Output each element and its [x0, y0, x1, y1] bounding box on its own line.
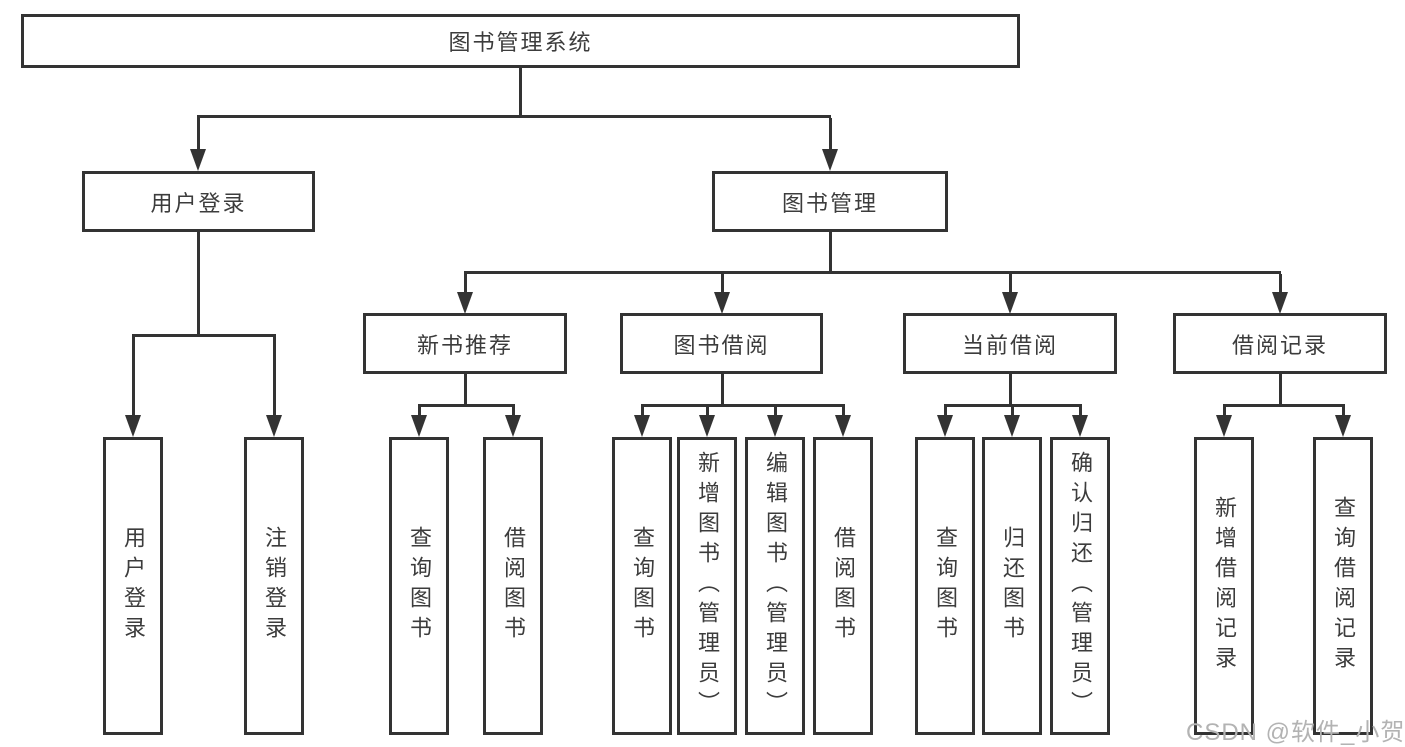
leaf-logout: 注销登录	[244, 437, 304, 735]
arrow-to-current-borrow	[1002, 274, 1018, 314]
arrow-records-query	[1335, 407, 1351, 437]
arrow-to-borrow-records	[1272, 274, 1288, 314]
node-new-book-recommend: 新书推荐	[363, 313, 567, 374]
node-borrow-records: 借阅记录	[1173, 313, 1387, 374]
connector-user-login-rail	[131, 334, 276, 337]
connector-borrow-rail	[640, 404, 845, 407]
connector-current-rail	[943, 404, 1082, 407]
node-root-library-system: 图书管理系统	[21, 14, 1020, 68]
connector-user-login-stem	[196, 232, 200, 336]
leaf-query-books-recommend: 查询图书	[389, 437, 449, 735]
leaf-confirm-return-admin: 确认归还（管理员）	[1050, 437, 1110, 735]
arrow-records-add	[1216, 407, 1232, 437]
arrow-to-leaf-user-login	[125, 337, 141, 437]
leaf-return-books: 归还图书	[982, 437, 1042, 735]
arrow-recommend-query	[411, 407, 427, 437]
node-book-borrow: 图书借阅	[620, 313, 823, 374]
leaf-edit-books-admin: 编辑图书（管理员）	[745, 437, 805, 735]
connector-recommend-stem	[463, 374, 467, 407]
arrow-borrow-edit	[767, 407, 783, 437]
leaf-borrow-books: 借阅图书	[813, 437, 873, 735]
leaf-add-borrow-record: 新增借阅记录	[1194, 437, 1254, 735]
arrow-current-return	[1004, 407, 1020, 437]
connector-root-stem	[518, 68, 522, 118]
connector-records-rail	[1222, 404, 1345, 407]
arrow-borrow-query	[634, 407, 650, 437]
leaf-query-books-borrow: 查询图书	[612, 437, 672, 735]
leaf-borrow-books-recommend: 借阅图书	[483, 437, 543, 735]
arrow-recommend-borrow	[505, 407, 521, 437]
arrow-to-leaf-logout	[266, 337, 282, 437]
node-current-borrow: 当前借阅	[903, 313, 1117, 374]
connector-book-mgmt-rail	[463, 271, 1281, 274]
arrow-current-confirm	[1072, 407, 1088, 437]
leaf-query-borrow-record: 查询借阅记录	[1313, 437, 1373, 735]
node-user-login: 用户登录	[82, 171, 315, 232]
csdn-watermark: CSDN @软件_小贺同学	[1186, 719, 1405, 746]
connector-borrow-stem	[720, 374, 724, 407]
connector-level1-rail	[196, 115, 831, 118]
node-book-management: 图书管理	[712, 171, 948, 232]
connector-records-stem	[1278, 374, 1282, 407]
arrow-borrow-add	[699, 407, 715, 437]
arrow-to-book-management	[822, 118, 838, 171]
leaf-query-books-current: 查询图书	[915, 437, 975, 735]
leaf-user-login: 用户登录	[103, 437, 163, 735]
connector-current-stem	[1008, 374, 1012, 407]
leaf-add-books-admin: 新增图书（管理员）	[677, 437, 737, 735]
arrow-to-new-book-recommend	[457, 274, 473, 314]
connector-book-mgmt-stem	[828, 232, 832, 273]
connector-recommend-rail	[417, 404, 515, 407]
arrow-to-user-login	[190, 118, 206, 171]
arrow-current-query	[937, 407, 953, 437]
arrow-borrow-borrow	[835, 407, 851, 437]
arrow-to-book-borrow	[714, 274, 730, 314]
